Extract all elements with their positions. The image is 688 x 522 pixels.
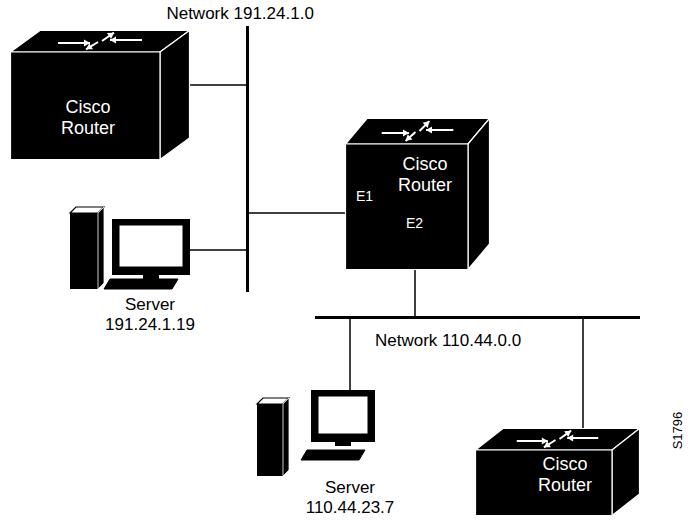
server-label: Server 110.44.23.7: [294, 478, 406, 518]
router-side-face: [160, 31, 190, 160]
network-link: [232, 249, 246, 251]
arrow-shaft: [560, 431, 572, 439]
router-box: Cisco Router: [10, 30, 190, 160]
tower-front: [70, 213, 98, 289]
network-segment: Network 191.24.1.0: [246, 26, 249, 292]
router-front-face: [476, 450, 613, 516]
arrow-head: [544, 441, 551, 447]
interface-label: E1: [356, 188, 373, 204]
tower-side: [283, 398, 289, 476]
router-top-face: [346, 119, 490, 145]
server-icon: [257, 390, 375, 476]
keyboard: [301, 450, 365, 460]
arrow-head: [423, 121, 430, 128]
monitor-stand: [143, 275, 159, 279]
arrow-shaft: [102, 33, 114, 41]
arrow-head: [426, 126, 432, 133]
tower-side: [98, 207, 104, 289]
router-arrows-icon: [382, 121, 454, 141]
router-name: Cisco Router: [525, 454, 605, 496]
arrow-shaft: [544, 440, 556, 447]
interface-label: E2: [406, 215, 423, 231]
arrow-shaft: [86, 42, 98, 49]
network-label: Network 191.24.1.0: [166, 4, 313, 24]
network-link: [414, 270, 416, 316]
server-icon-box: Server 110.44.23.7: [255, 390, 445, 520]
router-name: Cisco Router: [385, 154, 465, 196]
router-side-face: [612, 429, 640, 516]
network-link: [190, 84, 246, 86]
keyboard: [104, 279, 178, 289]
network-segment: Network 110.44.0.0: [315, 316, 640, 319]
monitor-stand: [335, 442, 351, 446]
tower-front: [257, 404, 283, 476]
arrow-shaft: [406, 132, 416, 141]
router-box: Cisco Router: [475, 428, 640, 516]
figure-number: S1796: [671, 411, 686, 449]
router-name: Cisco Router: [48, 97, 128, 139]
router-side-face: [468, 119, 490, 270]
router-front-face: [11, 52, 161, 160]
arrow-head: [86, 43, 93, 49]
server-icon-box: Server 191.24.1.19: [68, 203, 232, 337]
router-arrows-icon: [517, 431, 599, 448]
router-outline: [10, 30, 190, 160]
router-front-face: [346, 144, 469, 270]
network-label: Network 110.44.0.0: [375, 331, 521, 351]
server-label: Server 191.24.1.19: [94, 295, 206, 335]
network-link: [249, 212, 345, 214]
arrow-shaft: [420, 121, 430, 131]
network-link: [582, 319, 584, 428]
monitor-frame: [311, 390, 375, 442]
cable-stub: [190, 249, 232, 251]
network-link: [349, 319, 351, 390]
monitor-screen: [318, 396, 368, 434]
server-icon: [70, 207, 232, 289]
router-arrows-icon: [58, 33, 142, 50]
arrow-head: [406, 134, 413, 141]
router-top-face: [476, 429, 640, 451]
arrow-head: [107, 33, 114, 39]
arrow-head: [564, 431, 571, 437]
router-top-face: [11, 31, 190, 53]
monitor-screen: [119, 225, 183, 267]
monitor-frame: [112, 219, 190, 275]
